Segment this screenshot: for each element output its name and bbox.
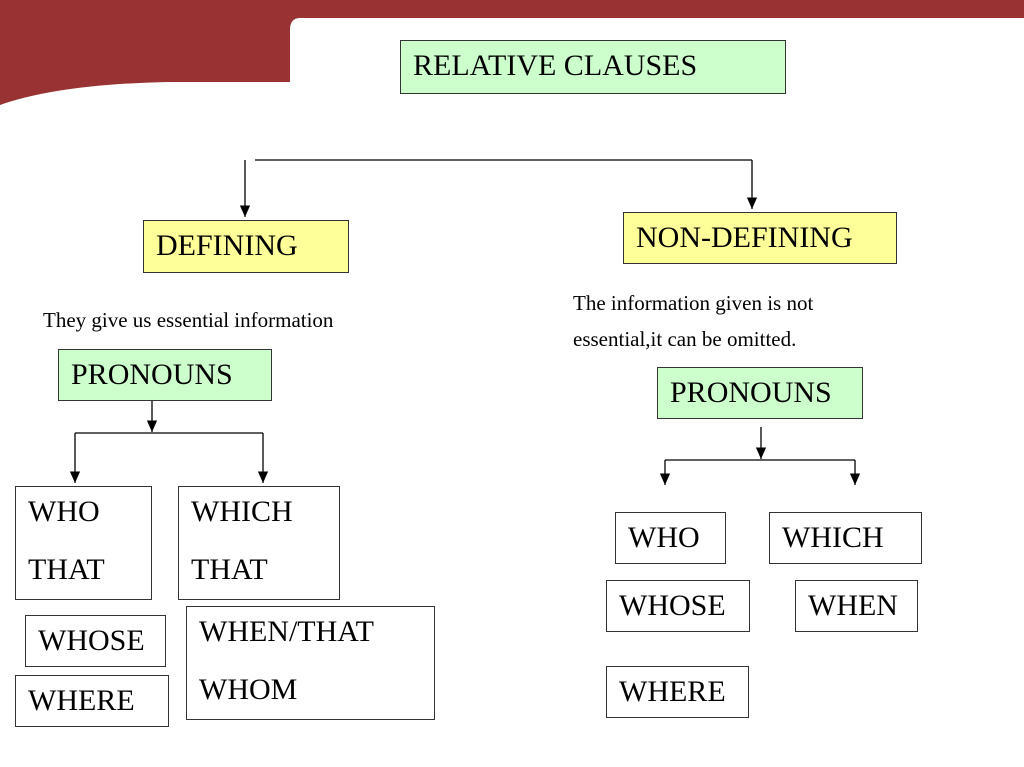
pronoun-box-which: WHICH [769, 512, 922, 564]
pronoun: WHEN/THAT [199, 615, 374, 648]
banner-shape [0, 0, 1024, 105]
pronoun: THAT [28, 553, 105, 586]
pronoun-box-whose: WHOSE [25, 615, 166, 667]
pronoun: WHO [28, 495, 100, 528]
defining-pronouns-box: PRONOUNS [58, 349, 272, 401]
non-defining-description: The information given is not essential,i… [573, 285, 813, 357]
non-defining-box: NON-DEFINING [623, 212, 897, 264]
pronoun-box-whose: WHOSE [606, 580, 750, 632]
pronoun-box-where: WHERE [606, 666, 749, 718]
pronoun-box-who-that: WHO THAT [15, 486, 152, 600]
pronoun: WHOM [199, 673, 298, 706]
title-box: RELATIVE CLAUSES [400, 40, 786, 94]
pronoun-box-when: WHEN [795, 580, 918, 632]
non-defining-pronouns-box: PRONOUNS [657, 367, 863, 419]
description-line: The information given is not [573, 291, 814, 315]
description-line: essential,it can be omitted. [573, 327, 797, 351]
defining-description: They give us essential information [43, 308, 334, 332]
pronoun-box-when-whom: WHEN/THAT WHOM [186, 606, 435, 720]
defining-box: DEFINING [143, 220, 349, 273]
pronoun-box-which-that: WHICH THAT [178, 486, 340, 600]
pronoun-box-where: WHERE [15, 675, 169, 727]
pronoun: THAT [191, 553, 268, 586]
pronoun: WHICH [191, 495, 293, 528]
pronoun-box-who: WHO [615, 512, 726, 564]
